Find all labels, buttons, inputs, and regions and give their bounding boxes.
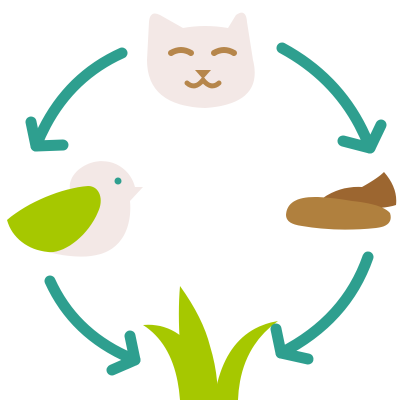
- cat-nose: [195, 70, 211, 79]
- arrow-cat-to-dung: [276, 42, 387, 154]
- arrow-dung-to-grass: [270, 251, 374, 365]
- dung-bottom: [286, 196, 391, 230]
- arrow-grass-to-bird: [44, 275, 141, 376]
- arrow-bird-to-cat: [25, 47, 128, 152]
- cat-face-icon: [147, 12, 255, 109]
- grass-icon: [143, 286, 278, 400]
- grass-blade-center: [178, 286, 218, 400]
- cat-eye-left: [168, 47, 194, 56]
- cat-eye-right: [211, 47, 237, 56]
- arrows: [25, 42, 387, 376]
- dung-top: [323, 172, 397, 209]
- bird-icon: [7, 161, 143, 257]
- cat-head: [147, 12, 255, 109]
- bird-wing: [7, 186, 101, 253]
- cat-mouth: [184, 77, 222, 89]
- bird-eye: [114, 177, 122, 185]
- dung-pile-icon: [286, 172, 397, 230]
- grass-blade-right: [214, 321, 278, 400]
